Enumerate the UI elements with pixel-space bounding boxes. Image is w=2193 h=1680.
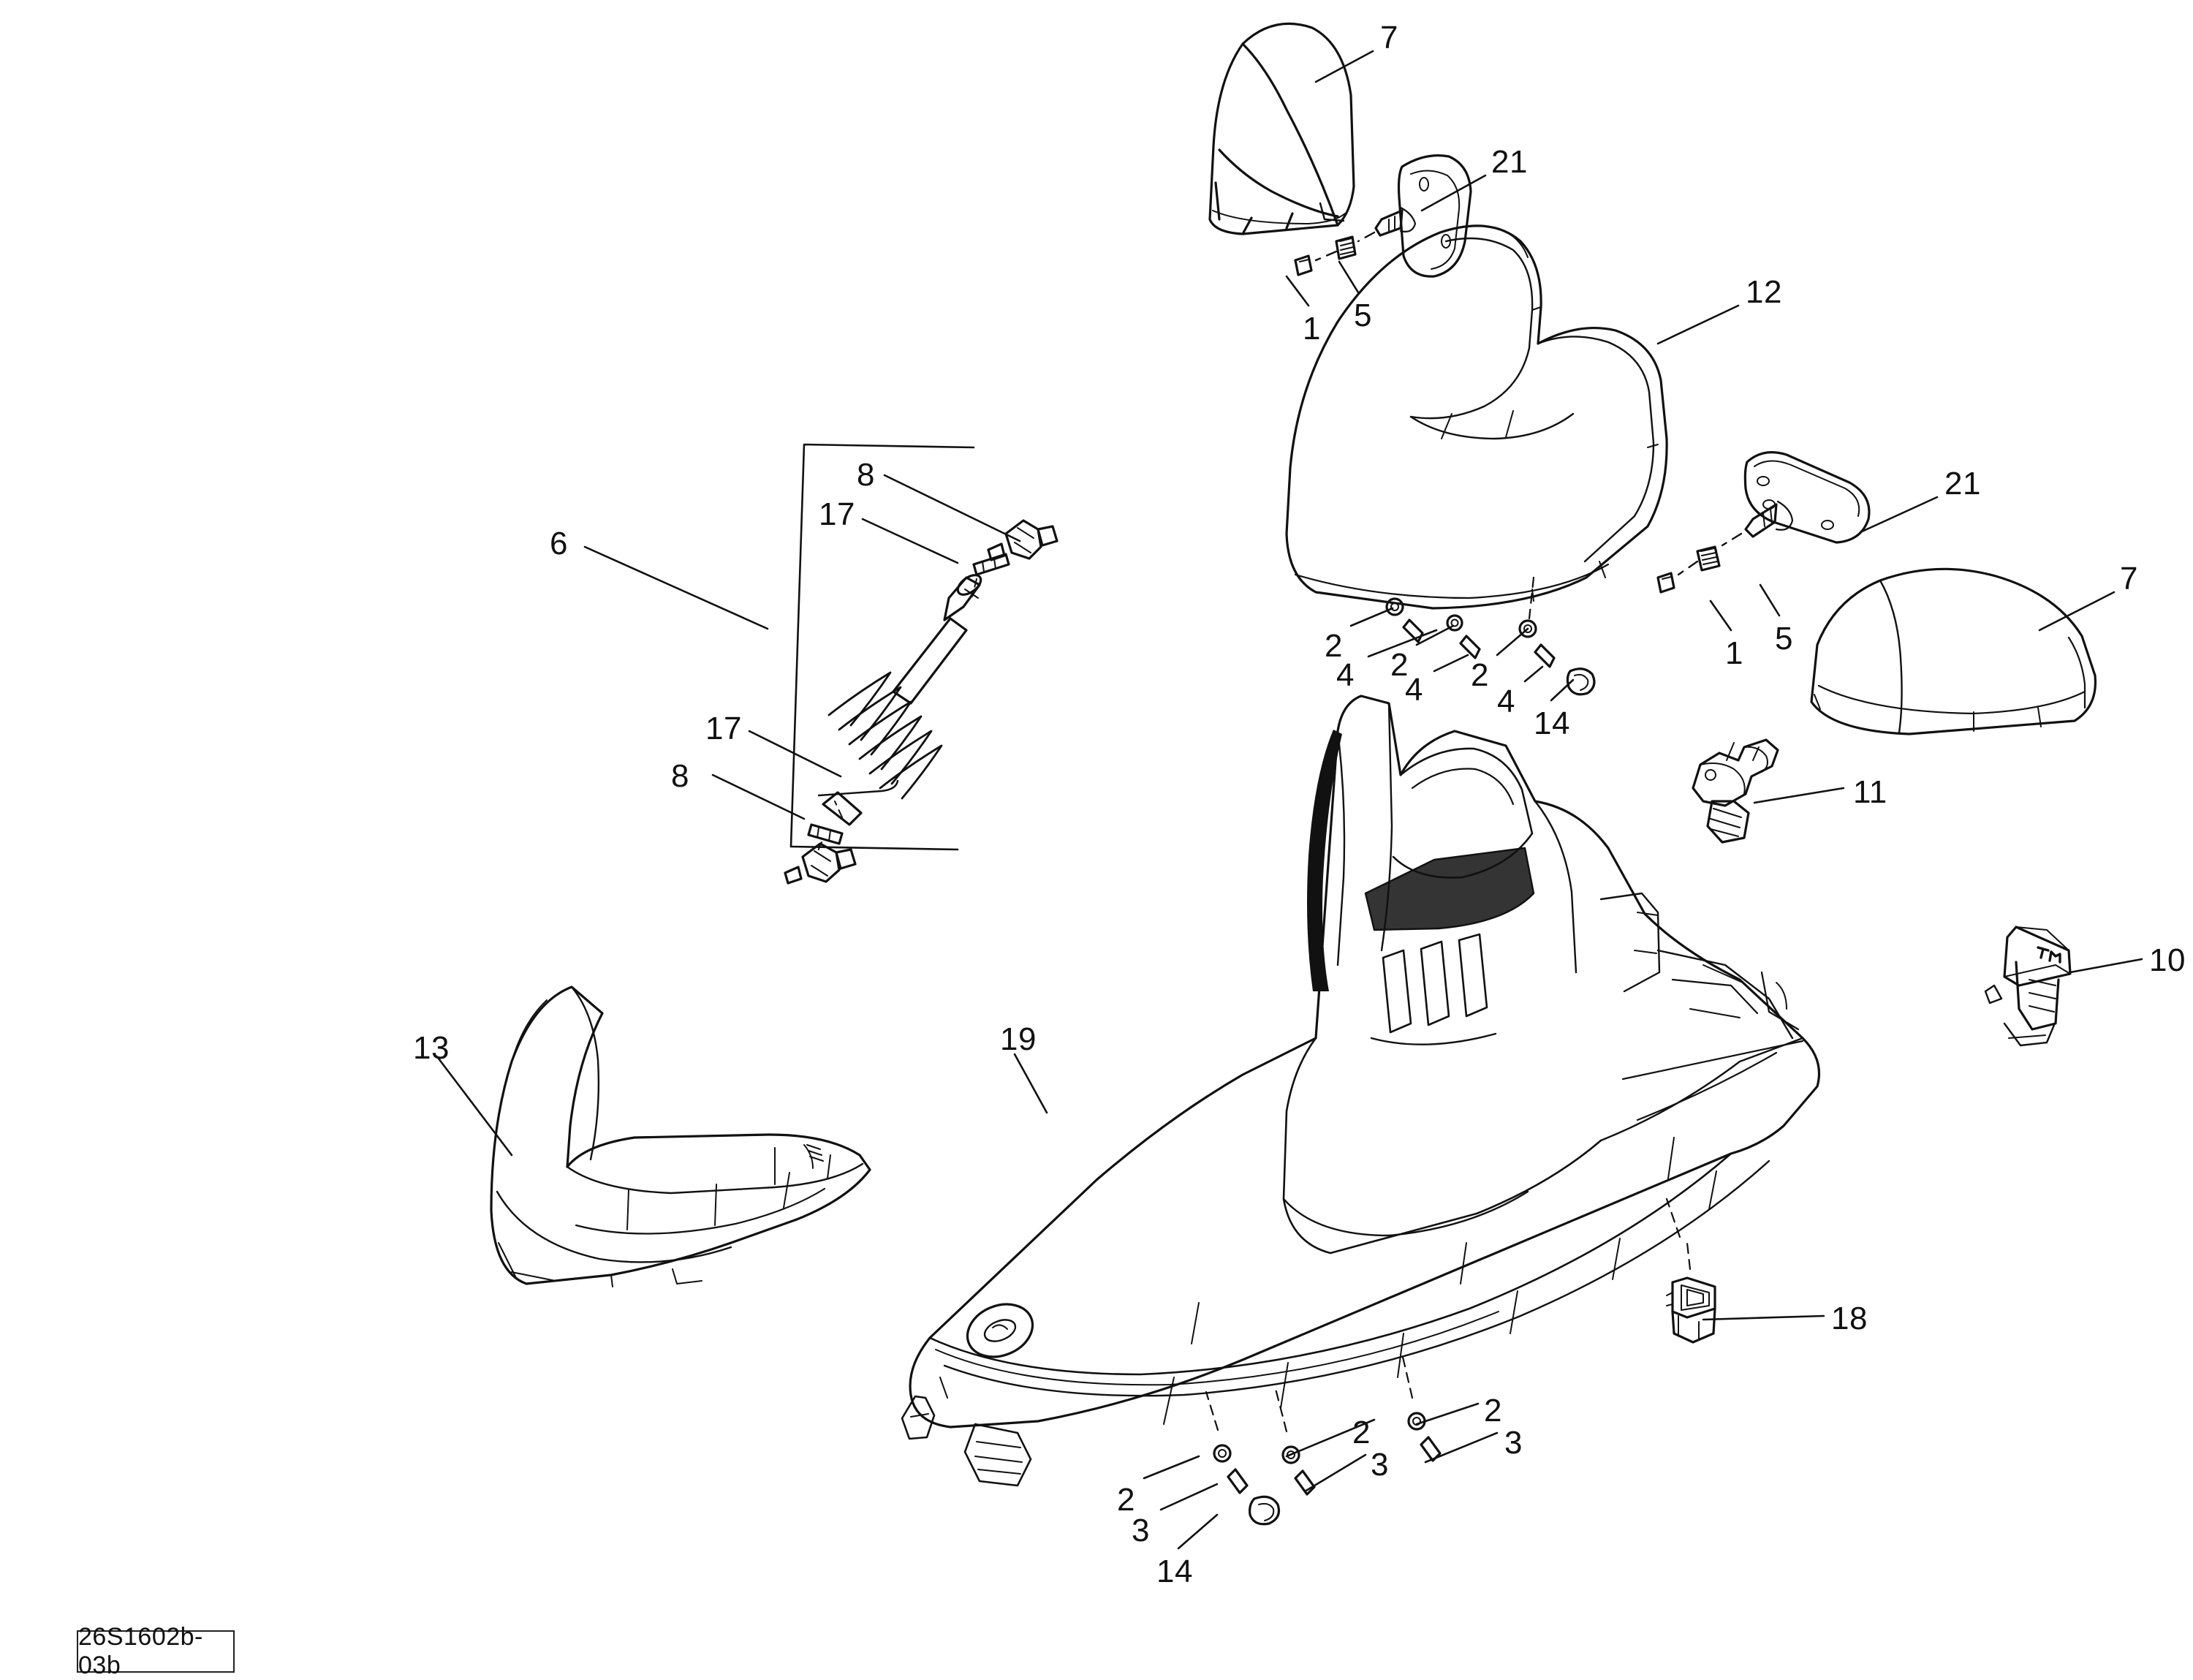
leader-line-7 xyxy=(1314,50,1374,83)
part-7-left-deflector xyxy=(1208,22,1355,235)
fastener-group-lower xyxy=(1205,1352,1442,1526)
callout-3: 3 xyxy=(1371,1447,1389,1483)
callout-4: 4 xyxy=(1497,684,1515,719)
fastener-group-windshield xyxy=(1385,576,1596,696)
leader-line-10 xyxy=(2069,958,2143,974)
callout-12: 12 xyxy=(1746,274,1782,310)
leader-line-7 xyxy=(2038,591,2116,632)
callout-14: 14 xyxy=(1534,705,1570,741)
callout-8: 8 xyxy=(857,457,875,493)
callout-2: 2 xyxy=(1325,628,1343,664)
leader-line-21 xyxy=(1420,174,1487,212)
callout-2: 2 xyxy=(1484,1393,1502,1429)
leader-line-12 xyxy=(1656,304,1740,345)
callout-17: 17 xyxy=(705,711,742,746)
part-19-hull-deck xyxy=(901,695,1821,1487)
callout-19: 19 xyxy=(1000,1021,1037,1057)
part-21-left-mirror xyxy=(1374,154,1472,278)
callout-18: 18 xyxy=(1831,1301,1868,1336)
leader-line-2 xyxy=(1143,1455,1200,1480)
leader-line-17 xyxy=(748,730,842,778)
leader-line-14 xyxy=(1177,1513,1219,1550)
leader-line-19 xyxy=(1013,1053,1048,1114)
callout-17: 17 xyxy=(819,496,855,532)
callout-13: 13 xyxy=(413,1030,450,1066)
leader-line-1 xyxy=(1285,275,1310,307)
part-1-nut-right xyxy=(1656,572,1675,594)
callout-3: 3 xyxy=(1504,1425,1523,1461)
leader-line-4 xyxy=(1367,629,1438,658)
callout-2: 2 xyxy=(1117,1482,1135,1518)
callout-10: 10 xyxy=(2149,942,2186,978)
callout-2: 2 xyxy=(1390,647,1409,683)
part-6-shock-bracket xyxy=(789,443,975,851)
part-18-clip-retainer xyxy=(1666,1276,1716,1344)
leader-line-5 xyxy=(1338,260,1360,294)
callout-2: 2 xyxy=(1471,657,1489,693)
leader-line-3 xyxy=(1159,1483,1219,1511)
callout-7: 7 xyxy=(1380,20,1398,56)
callout-7: 7 xyxy=(2120,561,2138,597)
leader-line-17 xyxy=(861,518,959,564)
part-10-bracket-holder xyxy=(1984,926,2072,1047)
callout-4: 4 xyxy=(1336,657,1355,693)
leader-line-2 xyxy=(1285,1418,1376,1458)
leader-line-2 xyxy=(1415,624,1455,646)
leader-line-5 xyxy=(1759,583,1781,617)
part-6-shock-absorber xyxy=(784,519,1058,885)
part-12-windshield xyxy=(1285,224,1668,610)
callout-6: 6 xyxy=(550,526,568,561)
callout-1: 1 xyxy=(1303,311,1321,347)
leader-line-8 xyxy=(883,474,1021,542)
part-5-grommet-left xyxy=(1335,235,1357,260)
leader-line-6 xyxy=(583,545,769,630)
callout-21: 21 xyxy=(1491,144,1528,180)
leader-line-8 xyxy=(711,773,806,820)
drawing-id-label: 26S1602b-03b xyxy=(78,1623,203,1679)
callout-1: 1 xyxy=(1725,635,1743,671)
leader-line-1 xyxy=(1709,599,1732,632)
leader-line-18 xyxy=(1702,1314,1825,1321)
part-11-latch-hook xyxy=(1692,738,1779,844)
callout-4: 4 xyxy=(1405,672,1423,708)
leader-line-4 xyxy=(1523,665,1544,683)
callout-8: 8 xyxy=(671,758,689,794)
callout-21: 21 xyxy=(1944,466,1981,502)
callout-3: 3 xyxy=(1132,1513,1150,1548)
leader-line-11 xyxy=(1753,787,1845,804)
leader-line-21 xyxy=(1859,496,1939,534)
part-5-grommet-right xyxy=(1696,545,1721,572)
callout-5: 5 xyxy=(1354,298,1372,333)
part-7-right-deflector xyxy=(1810,567,2097,735)
callout-11: 11 xyxy=(1853,774,1887,810)
leader-line-4 xyxy=(1433,654,1469,673)
leader-line-3 xyxy=(1303,1453,1367,1493)
leader-line-2 xyxy=(1496,627,1529,657)
leader-line-2 xyxy=(1415,1402,1480,1426)
part-21-right-mirror xyxy=(1743,451,1871,544)
callout-2: 2 xyxy=(1352,1415,1371,1450)
leader-line-2 xyxy=(1349,607,1394,627)
leader-line-13 xyxy=(437,1057,513,1157)
callout-5: 5 xyxy=(1775,621,1793,657)
part-13-front-hood-cowl xyxy=(490,985,871,1287)
drawing-id-box: 26S1602b-03b xyxy=(77,1623,235,1679)
part-1-nut-left xyxy=(1294,254,1313,276)
leader-line-14 xyxy=(1550,678,1575,702)
leader-line-3 xyxy=(1424,1431,1499,1464)
callout-14: 14 xyxy=(1156,1554,1193,1589)
